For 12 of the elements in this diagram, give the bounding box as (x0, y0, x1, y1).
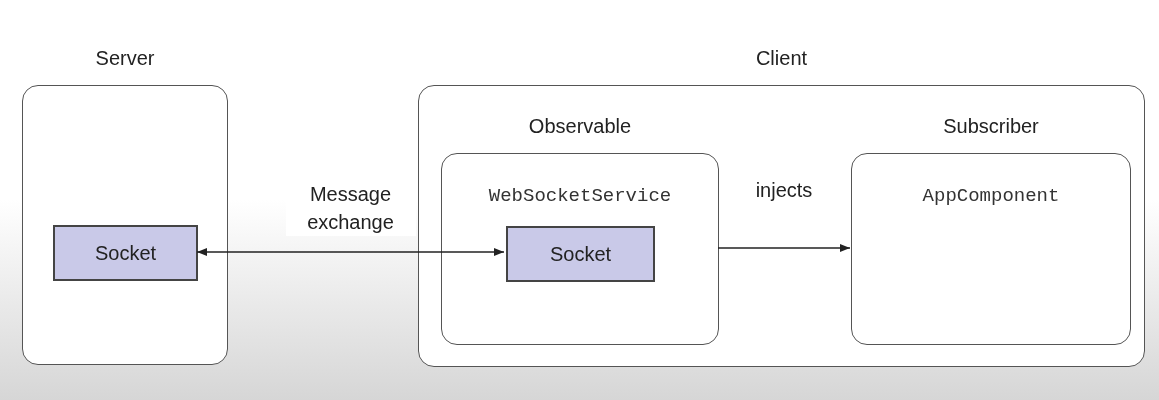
box-heading: Subscriber (942, 114, 1040, 139)
socket-label: Socket (94, 241, 157, 266)
arrow (196, 248, 505, 256)
box-heading: Observable (527, 114, 633, 139)
socket-box (53, 225, 198, 281)
socket-box (506, 226, 655, 282)
class-name: WebSocketService (487, 184, 673, 209)
box-heading: Client (754, 46, 809, 71)
arrow (717, 244, 851, 252)
socket-label: Socket (549, 242, 612, 267)
class-name: AppComponent (921, 184, 1061, 209)
box-heading: Server (94, 46, 156, 71)
